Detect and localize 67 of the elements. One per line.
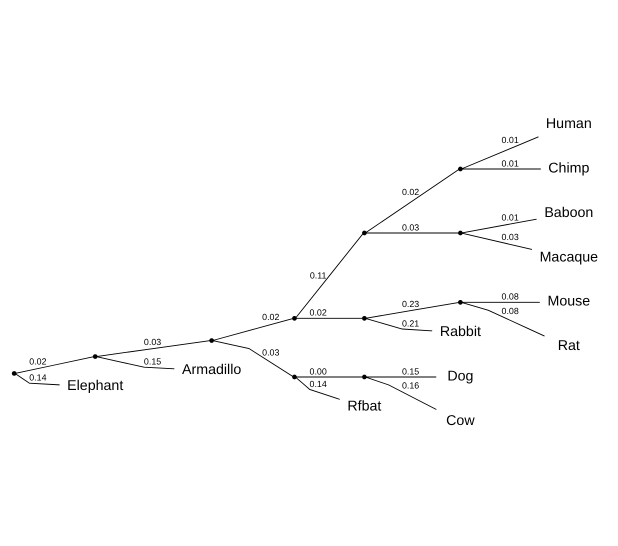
edge-label: 0.16 [402, 380, 420, 391]
connector [16, 356, 94, 374]
edge-label: 0.21 [402, 318, 420, 328]
edge-label: 0.03 [402, 222, 420, 232]
connector [462, 218, 538, 234]
edge-label: 0.02 [262, 312, 280, 322]
connector [16, 374, 60, 386]
node-text: Cow [446, 412, 475, 429]
node-point [12, 371, 17, 376]
edge-label: 0.00 [310, 366, 327, 376]
node-text: Rabbit [440, 324, 481, 340]
edge-label: 0.03 [144, 337, 162, 347]
node-text: Chimp [548, 160, 590, 176]
connector [462, 302, 545, 336]
edge-label: 0.14 [310, 378, 327, 389]
connector [96, 356, 175, 370]
edge-label: 0.02 [29, 356, 47, 367]
connector [462, 302, 540, 303]
node-point [458, 300, 463, 305]
connector [96, 340, 210, 357]
node-text: Mouse [547, 294, 590, 310]
connector [366, 318, 433, 332]
connector [213, 340, 293, 377]
node-text: Armadillo [182, 362, 242, 378]
connector [296, 318, 362, 319]
node-point [362, 316, 367, 321]
node-text: Macaque [540, 249, 598, 266]
edge-label: 0.02 [310, 308, 327, 318]
node-point [292, 374, 297, 380]
connector [366, 376, 437, 378]
node-point [92, 354, 98, 359]
connector [366, 169, 460, 233]
connector [366, 302, 459, 319]
node-point [292, 316, 297, 321]
edge-label: 0.01 [502, 212, 519, 223]
node-text: Rfbat [347, 398, 382, 415]
edge-label: 0.03 [262, 348, 280, 358]
node-point [362, 374, 367, 380]
edge-label: 0.01 [502, 158, 519, 168]
edge-label: 0.02 [402, 186, 420, 197]
connector [366, 376, 437, 410]
node-point [458, 230, 463, 236]
node-text: Human [546, 116, 592, 132]
connector [213, 318, 293, 341]
edge-label: 0.01 [502, 135, 519, 146]
edge-label: 0.11 [310, 270, 326, 280]
connector [462, 168, 542, 170]
connector [296, 376, 362, 378]
edge-label: 0.03 [502, 232, 519, 242]
edge-label: 0.15 [402, 366, 420, 376]
node-text: Dog [447, 368, 474, 384]
connector [462, 232, 532, 250]
edge-label: 0.23 [402, 298, 420, 309]
connector [366, 232, 459, 234]
node-text: Elephant [67, 378, 124, 394]
node-point [458, 166, 463, 172]
node-text: Rat [558, 338, 580, 354]
node-text: Baboon [544, 204, 594, 221]
edge-label: 0.08 [502, 292, 519, 302]
edge-label: 0.14 [29, 372, 47, 383]
connector [296, 377, 340, 400]
edge-label: 0.08 [502, 306, 519, 316]
connector [296, 234, 364, 318]
connector [462, 136, 539, 169]
edge-label: 0.15 [144, 356, 162, 367]
node-point [362, 230, 367, 236]
node-point [209, 338, 214, 343]
